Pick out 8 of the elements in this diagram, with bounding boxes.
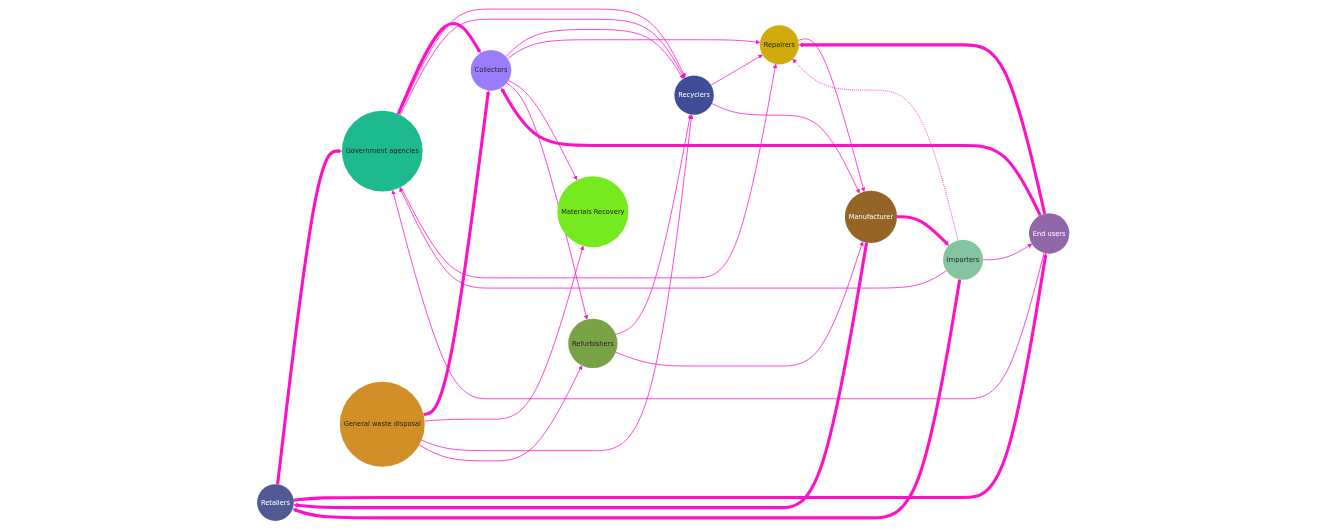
arrow xyxy=(275,148,342,484)
arrow xyxy=(896,214,949,246)
arrow xyxy=(396,21,481,115)
arrow xyxy=(798,42,1046,214)
arrow xyxy=(292,278,961,519)
arrow xyxy=(293,252,1048,502)
arrow xyxy=(423,89,490,416)
arrow xyxy=(500,87,1042,216)
